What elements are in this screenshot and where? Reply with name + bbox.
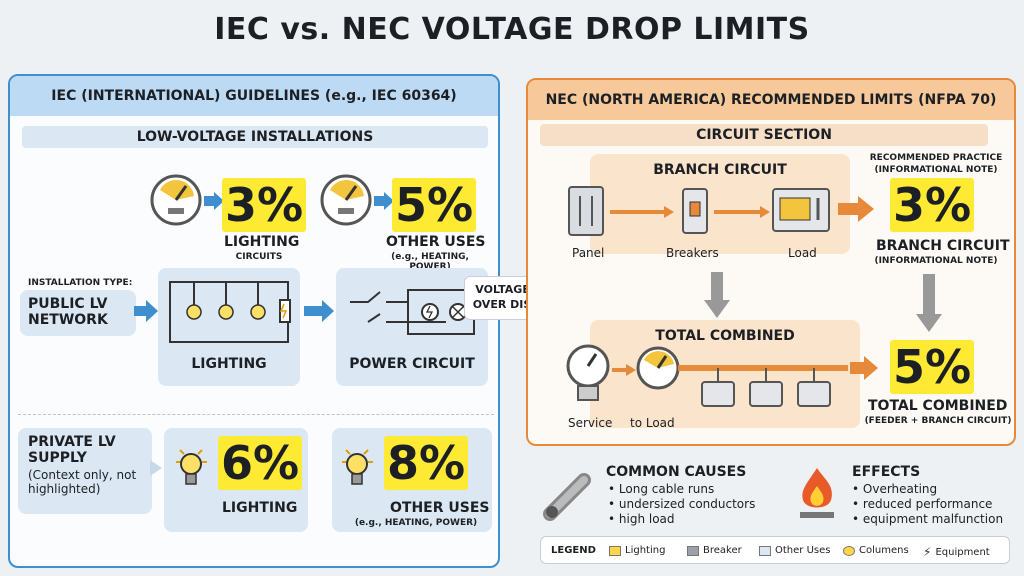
iec-section-bar: LOW-VOLTAGE INSTALLATIONS: [22, 126, 488, 148]
legend-item-columens: Columens: [843, 545, 909, 556]
nec-header: NEC (NORTH AMERICA) RECOMMENDED LIMITS (…: [528, 80, 1014, 120]
gauge-icon: [150, 174, 202, 226]
flame-icon: [800, 468, 834, 518]
iec-lighting-percent: 3%: [222, 178, 307, 232]
causes-item: • Long cable runs: [608, 482, 715, 496]
service-label: Service: [568, 416, 613, 430]
recommended-practice-note: RECOMMENDED PRACTICE (INFORMATIONAL NOTE…: [869, 153, 1003, 175]
effects-item: • reduced performance: [852, 497, 993, 511]
iec-lighting-sub: CIRCUITS: [235, 252, 283, 262]
effects-title: EFFECTS: [852, 464, 921, 480]
panel-label: Panel: [572, 246, 605, 260]
effects-item: • equipment malfunction: [852, 512, 1004, 526]
to-load-label: to Load: [630, 416, 675, 430]
lightning-icon: ⚡: [923, 545, 932, 559]
private-lighting-percent: 6%: [218, 436, 303, 490]
cable-icon: [543, 473, 591, 521]
private-other-box: 8% OTHER USES (e.g., HEATING, POWER): [332, 428, 492, 532]
power-schematic: POWER CIRCUIT: [336, 268, 488, 386]
legend-item-equipment: ⚡Equipment: [923, 545, 990, 559]
iec-section-title: LOW-VOLTAGE INSTALLATIONS: [136, 129, 374, 145]
arrow-down-icon: [916, 274, 942, 332]
lightbulb-icon: [342, 449, 373, 485]
arrow-right-icon: [612, 364, 636, 376]
lighting-schematic: LIGHTING: [158, 268, 300, 386]
iec-lighting-label: LIGHTING: [224, 234, 300, 250]
load-label: Load: [788, 246, 817, 260]
panel-icon: [568, 186, 604, 236]
nec-section-bar: CIRCUIT SECTION: [540, 124, 988, 146]
private-lv-note: (Context only, not highlighted): [28, 468, 137, 496]
effects-item: • Overheating: [852, 482, 938, 496]
arrow-right-icon: [304, 300, 334, 322]
legend-item-lighting: Lighting: [609, 545, 665, 556]
total-combined-title: TOTAL COMBINED: [655, 328, 795, 344]
legend: LEGEND Lighting Breaker Other Uses Colum…: [540, 536, 1010, 564]
legend-title: LEGEND: [551, 545, 596, 556]
arrow-right-icon: [850, 356, 878, 380]
iec-other-percent: 5%: [392, 178, 477, 232]
feeder-equipment-icons: [678, 365, 848, 407]
private-lv-label: PRIVATE LV SUPPLY: [28, 434, 116, 466]
installation-type-label: INSTALLATION TYPE:: [28, 278, 133, 288]
arrow-right-icon: [374, 192, 394, 210]
legend-item-other-uses: Other Uses: [759, 545, 830, 556]
load-icon: [772, 188, 830, 232]
branch-circuit-title: BRANCH CIRCUIT: [653, 162, 787, 178]
power-circuit-diagram: [350, 289, 475, 335]
gauge-icon: [636, 346, 680, 390]
arrow-right-icon: [714, 206, 770, 218]
iec-panel: IEC (INTERNATIONAL) GUIDELINES (e.g., IE…: [8, 74, 500, 568]
arrow-right-icon: [838, 196, 874, 222]
nec-panel: NEC (NORTH AMERICA) RECOMMENDED LIMITS (…: [526, 78, 1016, 446]
branch-percent: 3%: [890, 178, 975, 232]
arrow-right-icon: [610, 206, 674, 218]
private-other-percent: 8%: [384, 436, 469, 490]
arrow-right-icon: [150, 460, 162, 476]
iec-header: IEC (INTERNATIONAL) GUIDELINES (e.g., IE…: [10, 76, 498, 116]
private-other-sub: (e.g., HEATING, POWER): [354, 518, 478, 528]
lightbulb-icon: [176, 449, 207, 485]
breaker-icon: [682, 188, 708, 234]
lighting-circuit-diagram: [169, 281, 291, 343]
nec-section-title: CIRCUIT SECTION: [696, 127, 832, 143]
arrow-right-icon: [134, 300, 158, 322]
causes-title: COMMON CAUSES: [606, 464, 747, 480]
total-note: (FEEDER + BRANCH CIRCUIT): [864, 416, 1012, 426]
meter-icon: [566, 344, 610, 401]
power-caption: POWER CIRCUIT: [349, 356, 475, 372]
public-lv-label: PUBLIC LV NETWORK: [28, 296, 108, 328]
lighting-caption: LIGHTING: [191, 356, 267, 372]
branch-note: (INFORMATIONAL NOTE): [874, 256, 998, 266]
arrow-right-icon: [204, 192, 224, 210]
arrow-down-icon: [704, 272, 730, 318]
private-lighting-box: 6% LIGHTING: [164, 428, 308, 532]
iec-other-label: OTHER USES: [386, 234, 486, 250]
branch-label: BRANCH CIRCUIT: [876, 238, 1010, 254]
divider: [18, 414, 494, 415]
private-lv-box: PRIVATE LV SUPPLY (Context only, not hig…: [18, 428, 152, 514]
iec-other-sub: (e.g., HEATING, POWER): [391, 252, 469, 272]
private-lighting-label: LIGHTING: [222, 500, 298, 516]
private-other-label: OTHER USES: [390, 500, 490, 516]
public-lv-box: PUBLIC LV NETWORK: [20, 290, 136, 336]
legend-item-breaker: Breaker: [687, 545, 742, 556]
breakers-label: Breakers: [666, 246, 719, 260]
causes-item: • undersized conductors: [608, 497, 756, 511]
gauge-icon: [320, 174, 372, 226]
page-title: IEC vs. NEC VOLTAGE DROP LIMITS: [214, 12, 810, 47]
total-percent: 5%: [890, 340, 975, 394]
total-label: TOTAL COMBINED: [868, 398, 1008, 414]
causes-item: • high load: [608, 512, 675, 526]
